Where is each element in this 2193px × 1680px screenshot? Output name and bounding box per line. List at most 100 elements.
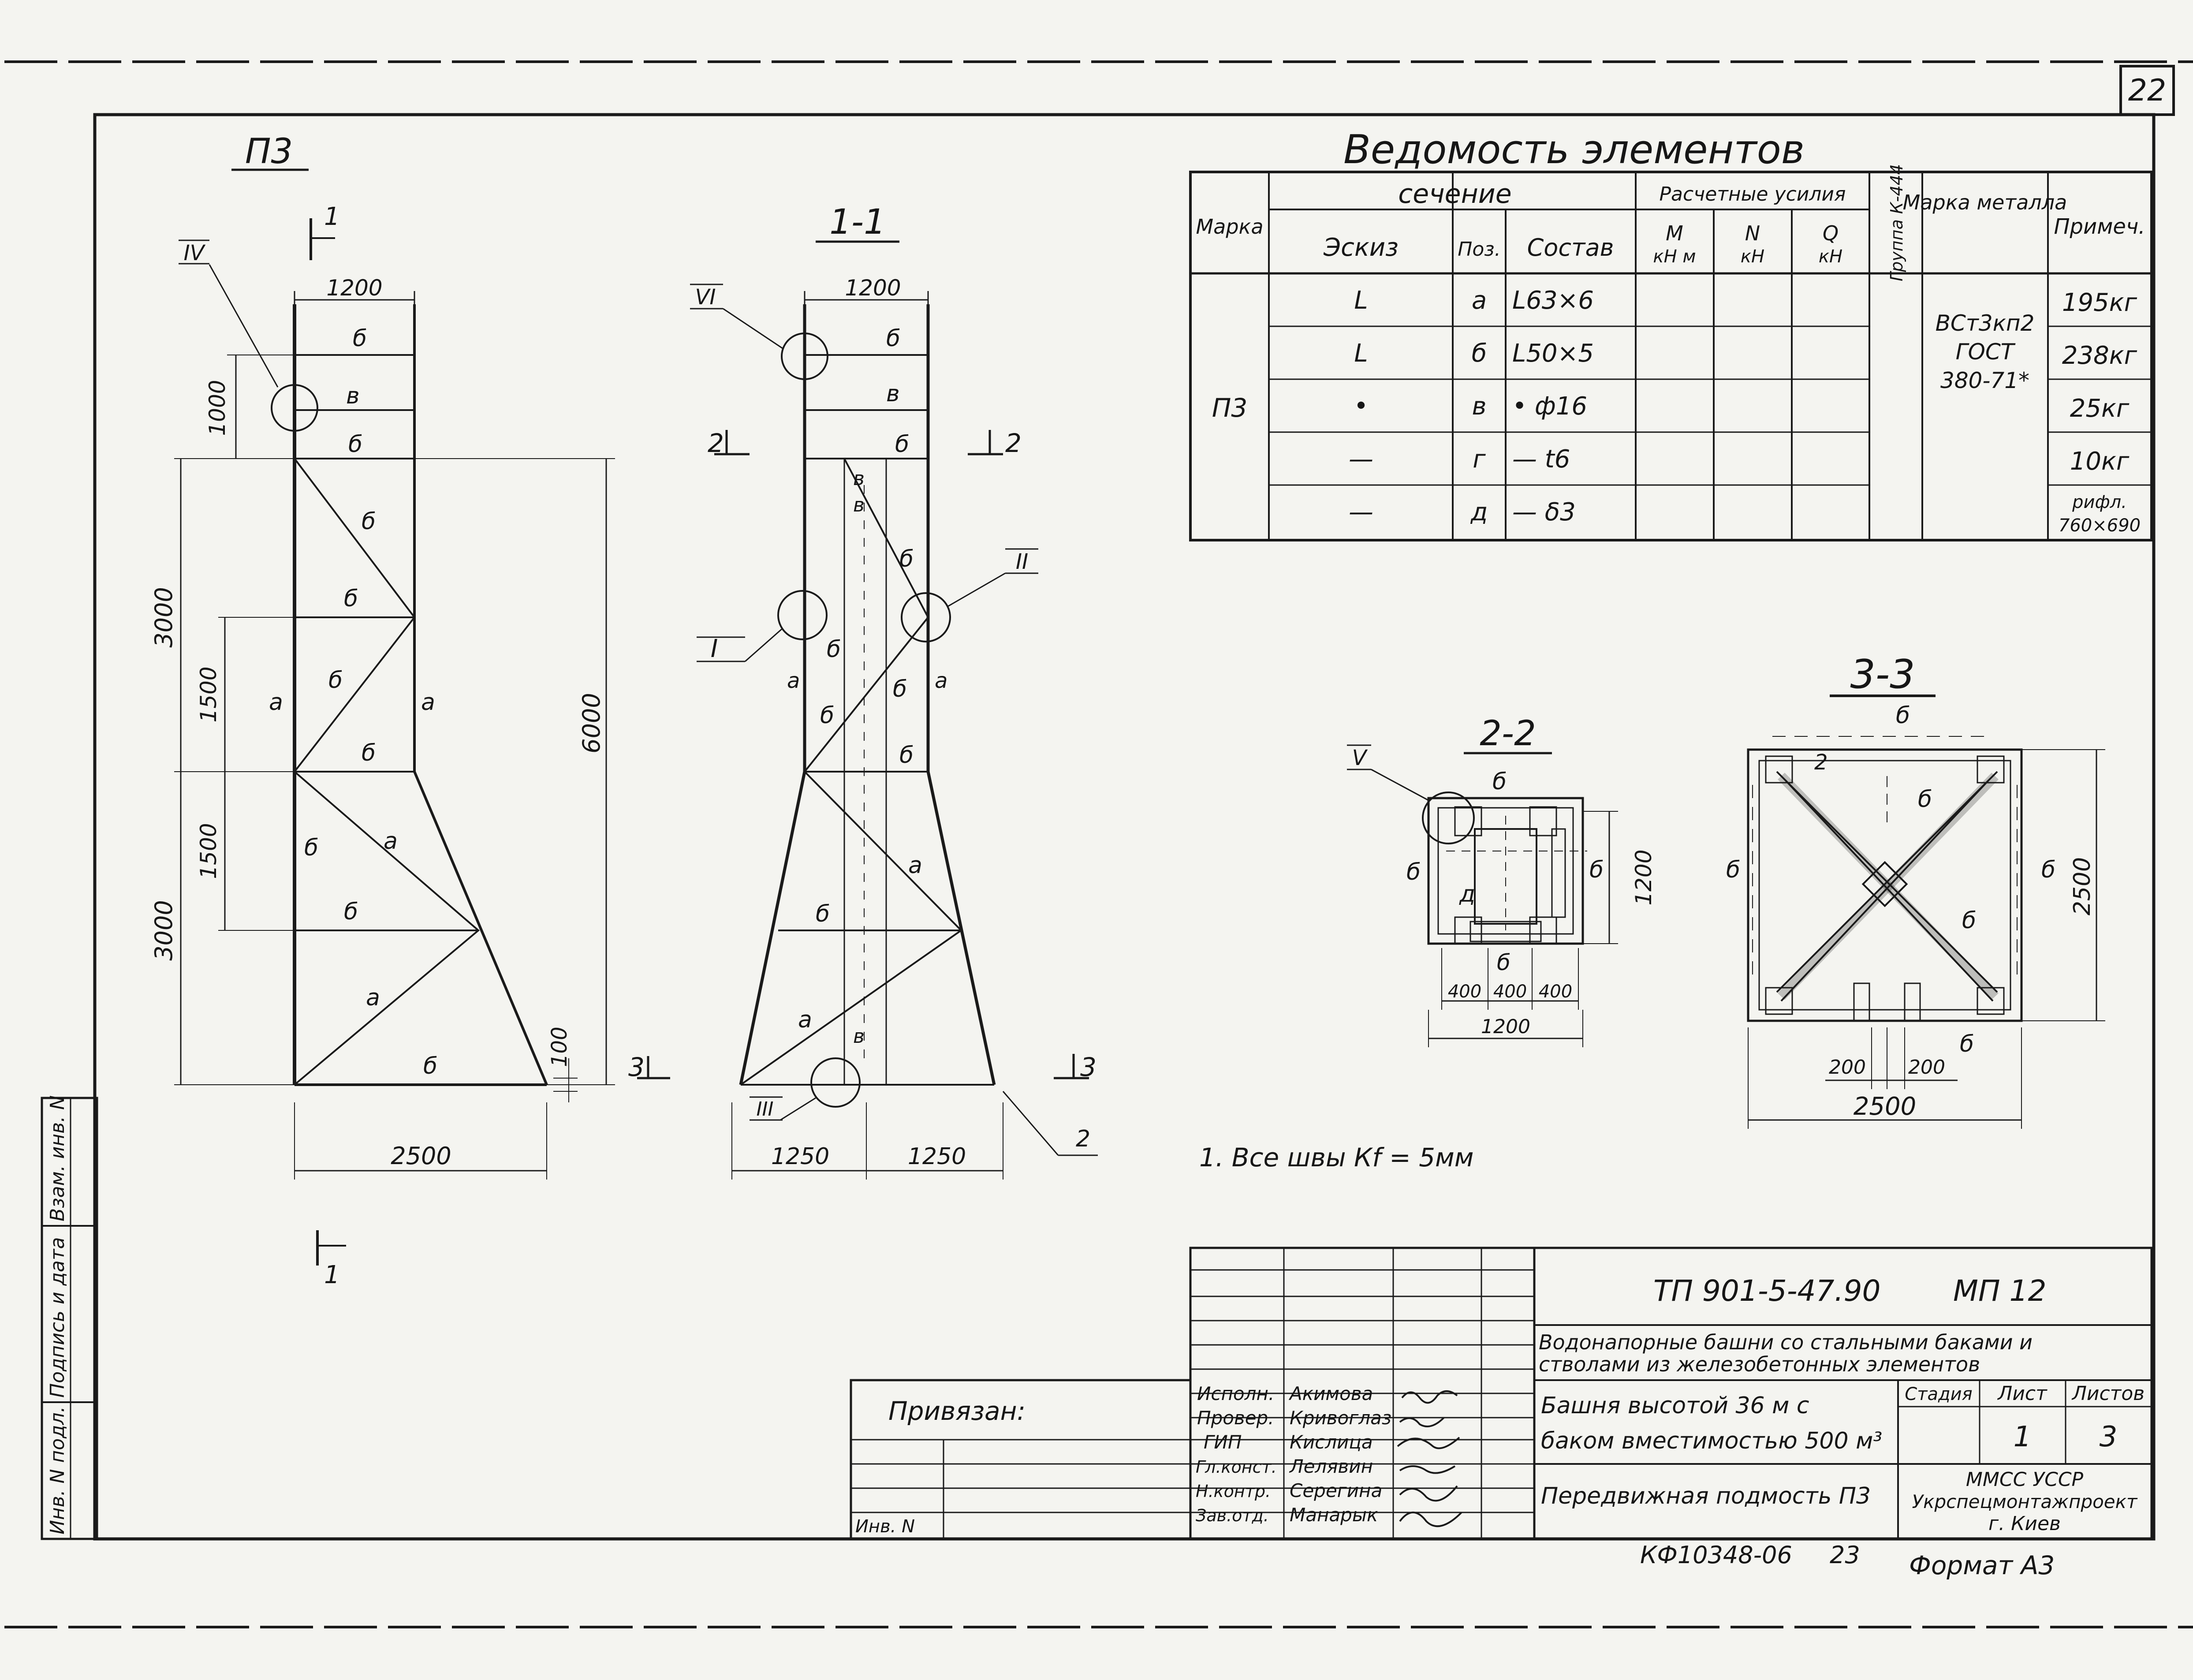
s22-label-d1: д [1459,881,1475,907]
s22-dim-400-3: 400 [1539,982,1572,1002]
strip-vzam-inv: Взам. инв. N [46,1095,69,1221]
stamp-privyazan: Привязан: [888,1396,1026,1426]
s22-label-b2: б [1406,859,1421,885]
s11-label-a2: а [935,668,947,693]
title-block: Исполн. Акимова Провер. Кривоглаз ГИП Ки… [850,1247,2153,1540]
spec-marka: П3 [1212,393,1248,423]
spec-row-poz: в [1472,392,1486,421]
p3-label-v1: в [346,383,360,409]
spec-h-q: Q [1823,221,1839,245]
spec-h-note: Примеч. [2054,214,2145,239]
spec-row-poz: а [1472,286,1487,315]
spec-row-sostav: L50×5 [1512,339,1594,368]
spec-row-poz: г [1473,445,1486,474]
p3-dim-1000: 1000 [205,380,230,436]
p3-label-b4: б [344,586,358,612]
section-1-1-node-iii: III [757,1098,774,1120]
spec-row-sostav: L63×6 [1512,286,1594,315]
stamp-object-line2: баком вместимостью 500 м³ [1541,1428,1882,1454]
p3-label-b9: б [423,1053,437,1079]
spec-row: • в • ф16 25кг [1354,392,2129,423]
p3-dim-6000: 6000 [578,693,605,753]
p3-label-b7: б [304,835,318,861]
s11-label-v2: в [853,467,865,490]
p3-dim-1500a: 1500 [196,666,221,722]
p3-label-a3: а [384,828,398,855]
s33-label-b2: б [1918,786,1932,813]
p3-node-iv: IV [184,241,206,265]
stamp-role-row: Н.контр. Серегина [1196,1480,1382,1501]
spec-row-sostav: • ф16 [1512,392,1587,421]
stamp-code: ТП 901-5-47.90 [1653,1274,1880,1308]
spec-row-poz: б [1472,339,1487,368]
stamp-org-line1: ММСС УССР [1966,1468,2084,1491]
spec-table: Ведомость элементов Марка сечение Эскиз … [1189,127,2153,541]
view-p3: П3 1 1 IV б в б б б а а б [150,132,670,1289]
s11-label-b4: б [827,636,841,663]
s11-label-b2: б [895,431,909,458]
stamp-role-row: ГИП Кислица [1204,1431,1373,1453]
s11-label-b6: б [820,702,834,729]
stamp-sheets-total: 3 [2100,1421,2118,1453]
view-section-3-3: 3-3 б б б б б б 2 2500 200 [1726,651,2105,1129]
s11-label-a3: а [908,852,922,879]
spec-h-n: N [1745,221,1760,245]
spec-row-eskiz: — [1349,498,1373,526]
spec-metal-1: ВСт3кп2 [1936,310,2035,336]
section-2-2-node-v: V [1352,746,1368,770]
spec-h-eskiz: Эскиз [1323,233,1399,262]
stamp-name: Акимова [1288,1383,1373,1404]
p3-sec1-bottom: 1 [324,1261,340,1289]
spec-h-poz: Поз. [1458,238,1500,261]
p3-dim-3000b: 3000 [150,900,178,960]
stamp-role: Исполн. [1197,1383,1274,1404]
stamp-signatures [1397,1390,1462,1527]
section-1-1-title: 1-1 [829,202,885,242]
inventory-code: КФ10348-06 [1640,1541,1792,1569]
p3-dim-1500b: 1500 [196,823,221,879]
spec-h-m: М [1666,221,1683,245]
stamp-name: Кривоглаз [1290,1407,1391,1429]
spec-h-sechenie: сечение [1398,179,1511,209]
p3-label-b5: б [328,667,343,694]
stamp-role: Гл.конст. [1196,1457,1277,1477]
spec-row-note: 195кг [2062,288,2137,317]
spec-row-note-2: 760×690 [2059,515,2141,536]
s22-dim-1200-vert: 1200 [1631,849,1656,905]
spec-row-sostav: — δ3 [1512,498,1576,526]
spec-row-note: 25кг [2070,394,2130,423]
s22-dim-400-2: 400 [1493,982,1527,1002]
stamp-sheet-code: МП 12 [1953,1274,2047,1308]
strip-inv-podl: Инв. N подл. [46,1406,69,1534]
spec-h-m-unit: кН м [1653,246,1696,267]
spec-h-sostav: Состав [1527,234,1614,261]
s11-label-a1: а [787,668,800,693]
p3-label-a1: а [269,689,283,716]
stamp-role-row: Зав.отд. Манарык [1196,1504,1378,1526]
section-1-1-node-vi: VI [695,285,716,310]
stamp-h-sheet: Лист [1997,1382,2048,1405]
stamp-role-row: Провер. Кривоглаз [1197,1407,1391,1429]
spec-row-eskiz: — [1349,445,1373,474]
sheet-number: 22 [2128,73,2167,108]
view-p3-title: П3 [245,132,293,172]
spec-h-forces: Расчетные усилия [1660,183,1846,205]
p3-label-b8: б [344,899,358,925]
p3-dim-1200: 1200 [326,275,382,301]
s22-dim-1200: 1200 [1481,1015,1530,1038]
spec-row-note: 10кг [2070,447,2130,476]
stamp-project-line2: стволами из железобетонных элементов [1539,1352,1980,1376]
s11-label-b5: б [893,676,907,702]
stamp-name: Лелявин [1289,1456,1373,1477]
spec-row-note: рифл. [2072,492,2127,512]
spec-row-sostav: — t6 [1512,445,1570,474]
s11-dim-1200: 1200 [845,275,901,301]
s33-label-p2: 2 [1814,750,1828,775]
s11-label-a4: а [798,1007,812,1033]
welds-note: 1. Все швы Кf = 5мм [1199,1142,1474,1172]
s22-dim-400-1: 400 [1448,982,1481,1002]
s22-label-b1: б [1492,769,1507,795]
s22-label-b4: б [1497,950,1510,975]
s33-dim-2500: 2500 [1854,1092,1917,1121]
